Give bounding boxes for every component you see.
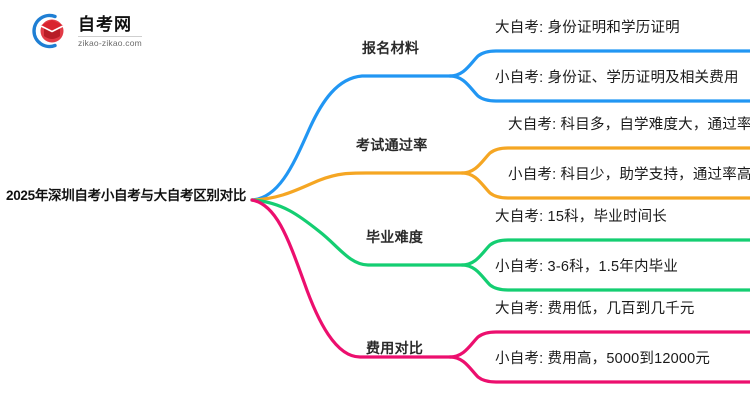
branch-connector-4: [250, 198, 750, 384]
branch-connector-1: [250, 49, 750, 202]
branch-trunk-2: [250, 171, 464, 202]
leaf-label-4-2[interactable]: 小自考: 费用高，5000到12000元: [495, 351, 711, 367]
branch-label-feiyongduibi[interactable]: 费用对比: [366, 340, 424, 356]
graduation-cap-in-circle-icon: [28, 11, 70, 51]
leaf-label-3-2[interactable]: 小自考: 3-6科，1.5年内毕业: [495, 259, 679, 275]
branch-child-link-4-1: [448, 330, 750, 359]
branch-connector-2: [250, 146, 750, 202]
branch-child-link-2-2: [460, 171, 750, 200]
branch-label-baomingcailiao[interactable]: 报名材料: [362, 40, 420, 56]
branch-child-link-1-1: [448, 49, 750, 78]
leaf-label-2-1[interactable]: 大自考: 科目多，自学难度大，通过率低: [508, 117, 750, 133]
mindmap-root-node[interactable]: 2025年深圳自考小自考与大自考区别对比: [6, 188, 247, 203]
leaf-label-2-2[interactable]: 小自考: 科目少，助学支持，通过率高: [508, 167, 750, 183]
branch-trunk-3: [250, 198, 464, 267]
branch-connector-3: [250, 198, 750, 292]
branch-child-link-1-2: [448, 74, 750, 103]
branch-child-link-4-2: [448, 355, 750, 384]
branch-trunk-4: [250, 198, 452, 359]
leaf-label-3-1[interactable]: 大自考: 15科，毕业时间长: [495, 209, 667, 225]
branch-label-kaoshitongguolv[interactable]: 考试通过率: [356, 137, 428, 153]
branch-label-biyenandu[interactable]: 毕业难度: [366, 229, 424, 245]
leaf-label-4-1[interactable]: 大自考: 费用低，几百到几千元: [495, 301, 695, 317]
branch-child-link-3-1: [460, 238, 750, 267]
branch-child-link-3-2: [460, 263, 750, 292]
site-logo: 自考网 zikao-zikao.com: [28, 10, 178, 52]
logo-title: 自考网: [78, 15, 132, 35]
leaf-label-1-2[interactable]: 小自考: 身份证、学历证明及相关费用: [495, 70, 739, 86]
branch-child-link-2-1: [460, 146, 750, 175]
leaf-label-1-1[interactable]: 大自考: 身份证明和学历证明: [495, 20, 680, 36]
logo-subtitle: zikao-zikao.com: [78, 36, 142, 49]
branch-trunk-1: [250, 74, 452, 202]
